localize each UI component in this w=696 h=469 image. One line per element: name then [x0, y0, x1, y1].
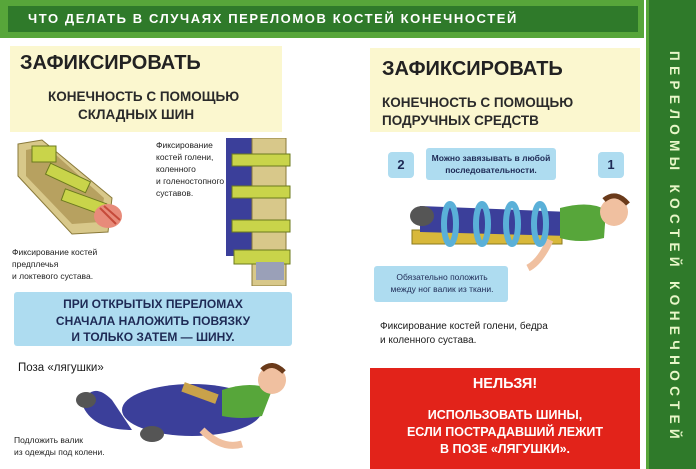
header-title: ЧТО ДЕЛАТЬ В СЛУЧАЯХ ПЕРЕЛОМОВ КОСТЕЙ КО…: [8, 6, 638, 32]
leg-caption-line: Фиксирование: [156, 140, 213, 150]
order-note-line: Можно завязывать в любой: [431, 153, 551, 163]
forbidden-line: В ПОЗЕ «ЛЯГУШКИ».: [439, 442, 571, 456]
forbidden-title: НЕЛЬЗЯ!: [472, 376, 538, 392]
forbidden-line: ИСПОЛЬЗОВАТЬ ШИНЫ,: [427, 408, 583, 422]
improvised-splint-illustration: [410, 193, 630, 272]
open-fracture-warning-box: [14, 292, 292, 346]
forbidden-box: [370, 368, 640, 469]
leg-caption-line: костей голени,: [156, 152, 214, 162]
leg-caption-line: коленного: [156, 164, 196, 174]
warning-line: СНАЧАЛА НАЛОЖИТЬ ПОВЯЗКУ: [55, 313, 251, 328]
arm-caption: Фиксирование костей предплечья и локтево…: [12, 246, 122, 282]
right-caption-line: и коленного сустава.: [380, 335, 477, 346]
frog-pose-illustration: [76, 363, 286, 449]
frog-pose-title: Поза «лягушки»: [18, 362, 104, 374]
left-subtitle-line2: СКЛАДНЫХ ШИН: [78, 107, 195, 122]
left-title: ЗАФИКСИРОВАТЬ: [20, 52, 201, 74]
roll-note-line: Обязательно положить: [396, 272, 488, 282]
right-heading-box: [370, 48, 640, 132]
right-subtitle-line2: ПОДРУЧНЫХ СРЕДСТВ: [382, 113, 539, 128]
roll-note-box: [374, 266, 508, 302]
arm-splint-illustration: [17, 139, 122, 235]
order-note-line: последовательности.: [445, 165, 537, 175]
arm-caption-line: и локтевого сустава.: [12, 271, 94, 281]
leg-caption: Фиксирование костей голени, коленного и …: [156, 139, 228, 199]
arm-caption-line: Фиксирование костей: [12, 247, 98, 257]
warning-line: И ТОЛЬКО ЗАТЕМ — ШИНУ.: [71, 330, 235, 344]
leg-caption-line: и голеностопного: [156, 176, 225, 186]
left-heading-box: [10, 46, 282, 132]
frog-caption: Подложить валик из одежды под колени.: [14, 434, 134, 458]
step-badge-1: 1: [598, 152, 624, 178]
right-subtitle-line1: КОНЕЧНОСТЬ С ПОМОЩЬЮ: [382, 95, 574, 110]
step-badge-2: 2: [388, 152, 414, 178]
right-title: ЗАФИКСИРОВАТЬ: [382, 58, 563, 80]
order-note: Можно завязывать в любой последовательно…: [428, 152, 554, 176]
order-note-box: [426, 148, 556, 180]
warning-line: ПРИ ОТКРЫТЫХ ПЕРЕЛОМАХ: [63, 297, 243, 311]
side-banner: ПЕРЕЛОМЫ КОСТЕЙ КОНЕЧНОСТЕЙ: [646, 0, 696, 469]
right-caption: Фиксирование костей голени, бедра и коле…: [380, 320, 620, 348]
roll-note-line: между ног валик из ткани.: [390, 284, 494, 294]
frog-caption-line: из одежды под колени.: [14, 447, 105, 457]
left-subtitle-line1: КОНЕЧНОСТЬ С ПОМОЩЬЮ: [48, 89, 240, 104]
frog-caption-line: Подложить валик: [14, 435, 83, 445]
leg-caption-line: суставов.: [156, 188, 194, 198]
open-fracture-warning: ПРИ ОТКРЫТЫХ ПЕРЕЛОМАХ СНАЧАЛА НАЛОЖИТЬ …: [14, 296, 292, 346]
roll-note: Обязательно положить между ног валик из …: [378, 271, 506, 295]
arm-caption-line: предплечья: [12, 259, 59, 269]
right-caption-line: Фиксирование костей голени, бедра: [380, 321, 548, 332]
forbidden-text: ИСПОЛЬЗОВАТЬ ШИНЫ, ЕСЛИ ПОСТРАДАВШИЙ ЛЕЖ…: [374, 407, 636, 458]
leg-splint-illustration: [226, 138, 291, 286]
side-banner-text: ПЕРЕЛОМЫ КОСТЕЙ КОНЕЧНОСТЕЙ: [667, 51, 682, 445]
header-bar: ЧТО ДЕЛАТЬ В СЛУЧАЯХ ПЕРЕЛОМОВ КОСТЕЙ КО…: [0, 0, 644, 38]
forbidden-line: ЕСЛИ ПОСТРАДАВШИЙ ЛЕЖИТ: [406, 425, 604, 439]
